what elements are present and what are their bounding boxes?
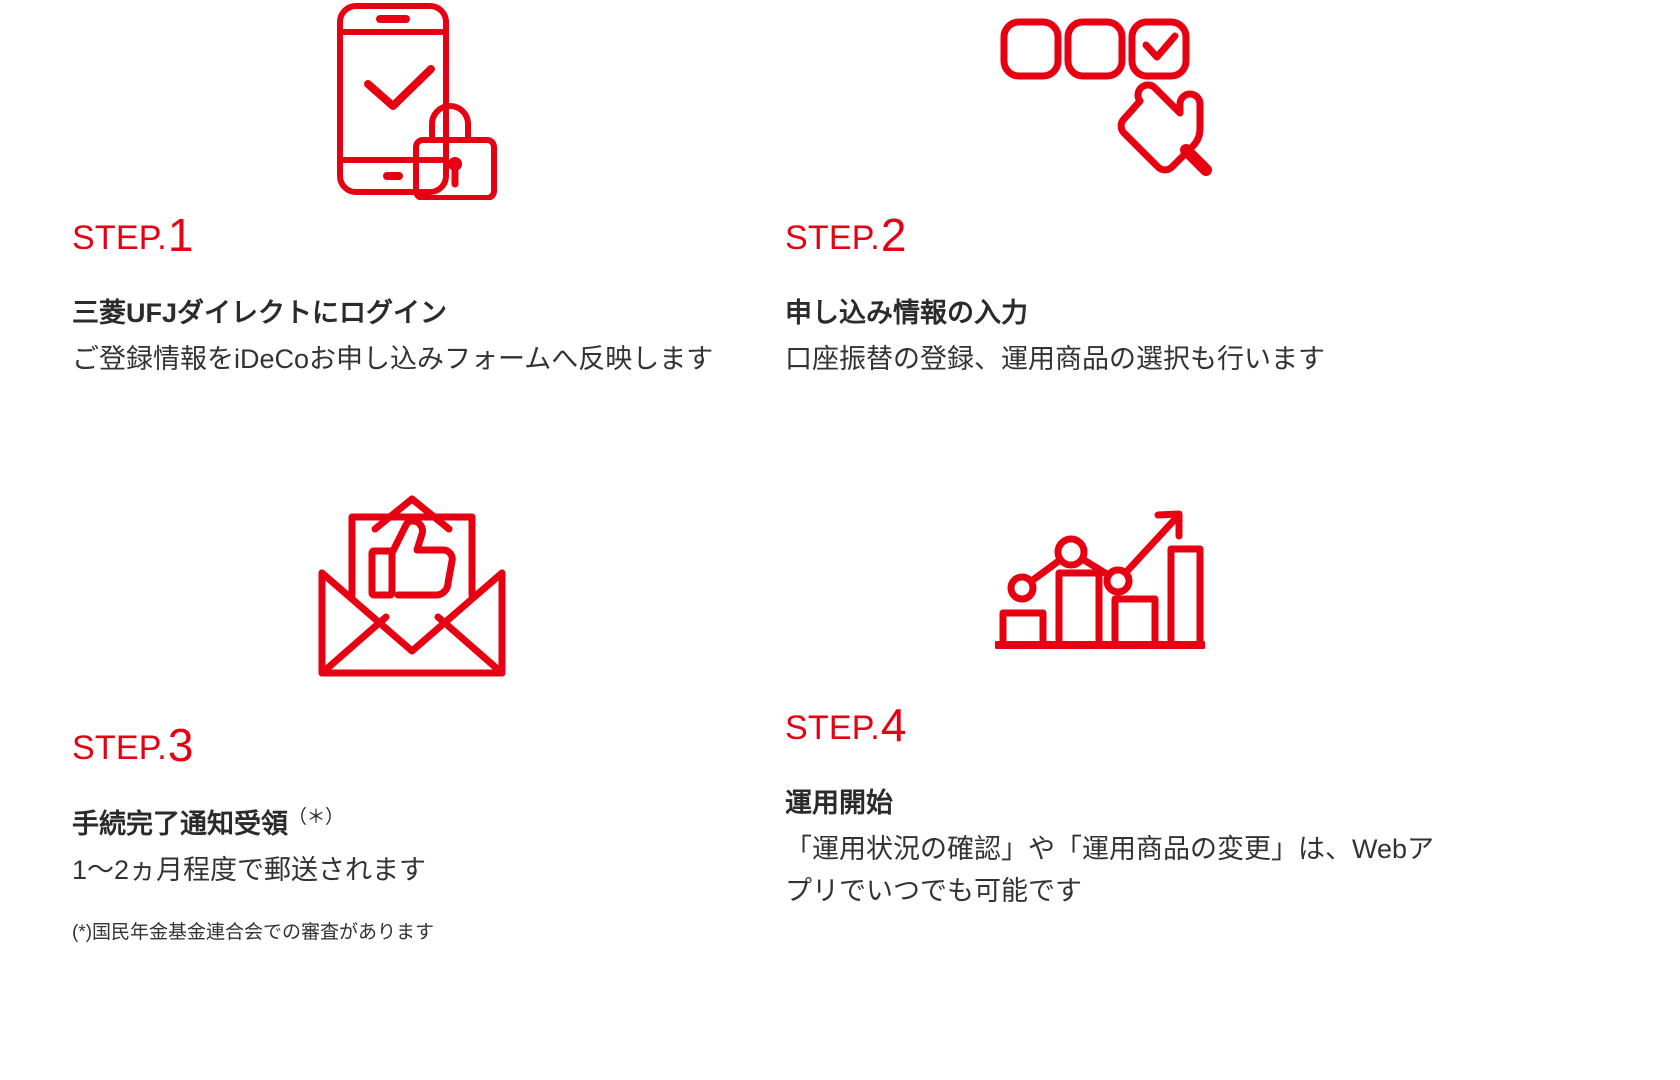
growth-chart-icon	[785, 495, 1485, 700]
step-title-3: 手続完了通知受領（＊）	[72, 806, 772, 842]
step-card-3: STEP.3 手続完了通知受領（＊） 1〜2ヵ月程度で郵送されます (*)国民年…	[72, 495, 772, 947]
step-number: 4	[880, 699, 907, 751]
step-label-2: STEP.2	[785, 209, 1485, 261]
footnote-marker: （＊）	[288, 807, 344, 828]
step-footnote-3: (*)国民年金基金連合会での審査があります	[72, 921, 435, 943]
step-label-4: STEP.4	[785, 699, 1485, 751]
step-card-1: STEP.1 三菱UFJダイレクトにログイン ご登録情報をiDeCoお申し込みフ…	[72, 0, 772, 381]
step-label-word: STEP.	[72, 729, 167, 767]
step-title-1: 三菱UFJダイレクトにログイン	[72, 298, 448, 328]
step-label-word: STEP.	[785, 709, 880, 747]
checkbox-hand-pointer-icon	[785, 0, 1485, 210]
step-label-1: STEP.1	[72, 209, 772, 261]
step-title-text: 手続完了通知受領	[72, 809, 288, 839]
step-description-1: ご登録情報をiDeCoお申し込みフォームへ反映します	[72, 344, 714, 375]
step-description-2: 口座振替の登録、運用商品の選択も行います	[785, 344, 1325, 375]
step-number: 1	[167, 209, 194, 261]
step-number: 2	[880, 209, 907, 261]
step-title-2: 申し込み情報の入力	[785, 298, 1028, 328]
step-label-word: STEP.	[72, 219, 167, 257]
step-card-2: STEP.2 申し込み情報の入力 口座振替の登録、運用商品の選択も行います	[785, 0, 1485, 381]
step-number: 3	[167, 719, 194, 771]
step-label-3: STEP.3	[72, 719, 772, 771]
step-description-4: 「運用状況の確認」や「運用商品の変更」は、Webアプリでいつでも可能です	[785, 834, 1435, 906]
envelope-thumbs-up-icon	[72, 495, 772, 720]
step-card-4: STEP.4 運用開始 「運用状況の確認」や「運用商品の変更」は、Webアプリで…	[785, 495, 1485, 913]
step-description-3: 1〜2ヵ月程度で郵送されます	[72, 855, 427, 886]
smartphone-check-lock-icon	[72, 0, 772, 210]
step-label-word: STEP.	[785, 219, 880, 257]
step-title-4: 運用開始	[785, 788, 893, 818]
